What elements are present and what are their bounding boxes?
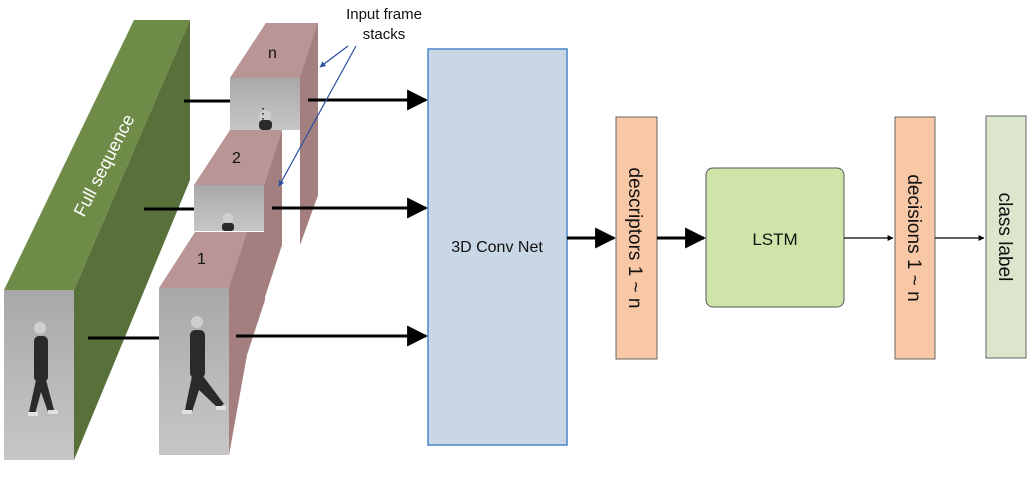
walker-figure-n — [259, 110, 272, 130]
decisions-rect — [894, 116, 936, 360]
decisions-block: decisions 1 ~ n — [894, 116, 936, 360]
stack-dots: ⋮ — [256, 105, 270, 121]
conv-net-label: 3D Conv Net — [451, 239, 543, 256]
decisions-label: decisions 1 ~ n — [903, 174, 924, 301]
walker-figure-1 — [182, 316, 226, 414]
stack-n: ⋮ n — [230, 23, 318, 245]
walker-figure-large — [28, 322, 58, 416]
lstm-block: LSTM — [705, 167, 845, 308]
stack-1-top — [159, 232, 247, 288]
lstm-label: LSTM — [752, 230, 797, 249]
full-sequence-block: Full sequence — [4, 20, 190, 460]
sequence-to-stack-lines — [88, 99, 230, 340]
stack-1-label: 1 — [197, 251, 206, 268]
stack-to-convnet-arrows — [236, 89, 429, 347]
stack-n-top — [230, 23, 318, 78]
stack-n-label: n — [268, 45, 277, 62]
class-label-block: class label — [985, 115, 1027, 359]
stack-1: 1 — [159, 232, 265, 455]
input-frame-stacks-annotation: Input frame stacks — [278, 6, 422, 187]
annotation-line-1: Input frame — [346, 6, 422, 23]
descriptors-block: descriptors 1 ~ n — [615, 116, 658, 360]
descriptors-label: descriptors 1 ~ n — [624, 168, 645, 309]
stack-2-side — [264, 130, 282, 300]
stack-2-top — [194, 130, 282, 185]
full-sequence-side-face — [74, 20, 190, 460]
full-sequence-top-face — [4, 20, 190, 290]
conv-net-rect — [427, 48, 568, 446]
class-label-rect — [985, 115, 1027, 359]
annotation-line-2: stacks — [363, 26, 406, 43]
descriptors-rect — [615, 116, 658, 360]
class-label-text: class label — [994, 193, 1015, 282]
stack-2: 2 — [194, 130, 282, 300]
walker-figure-2 — [222, 213, 234, 231]
stack-2-label: 2 — [232, 150, 241, 167]
conv-net-block: 3D Conv Net — [427, 48, 568, 446]
